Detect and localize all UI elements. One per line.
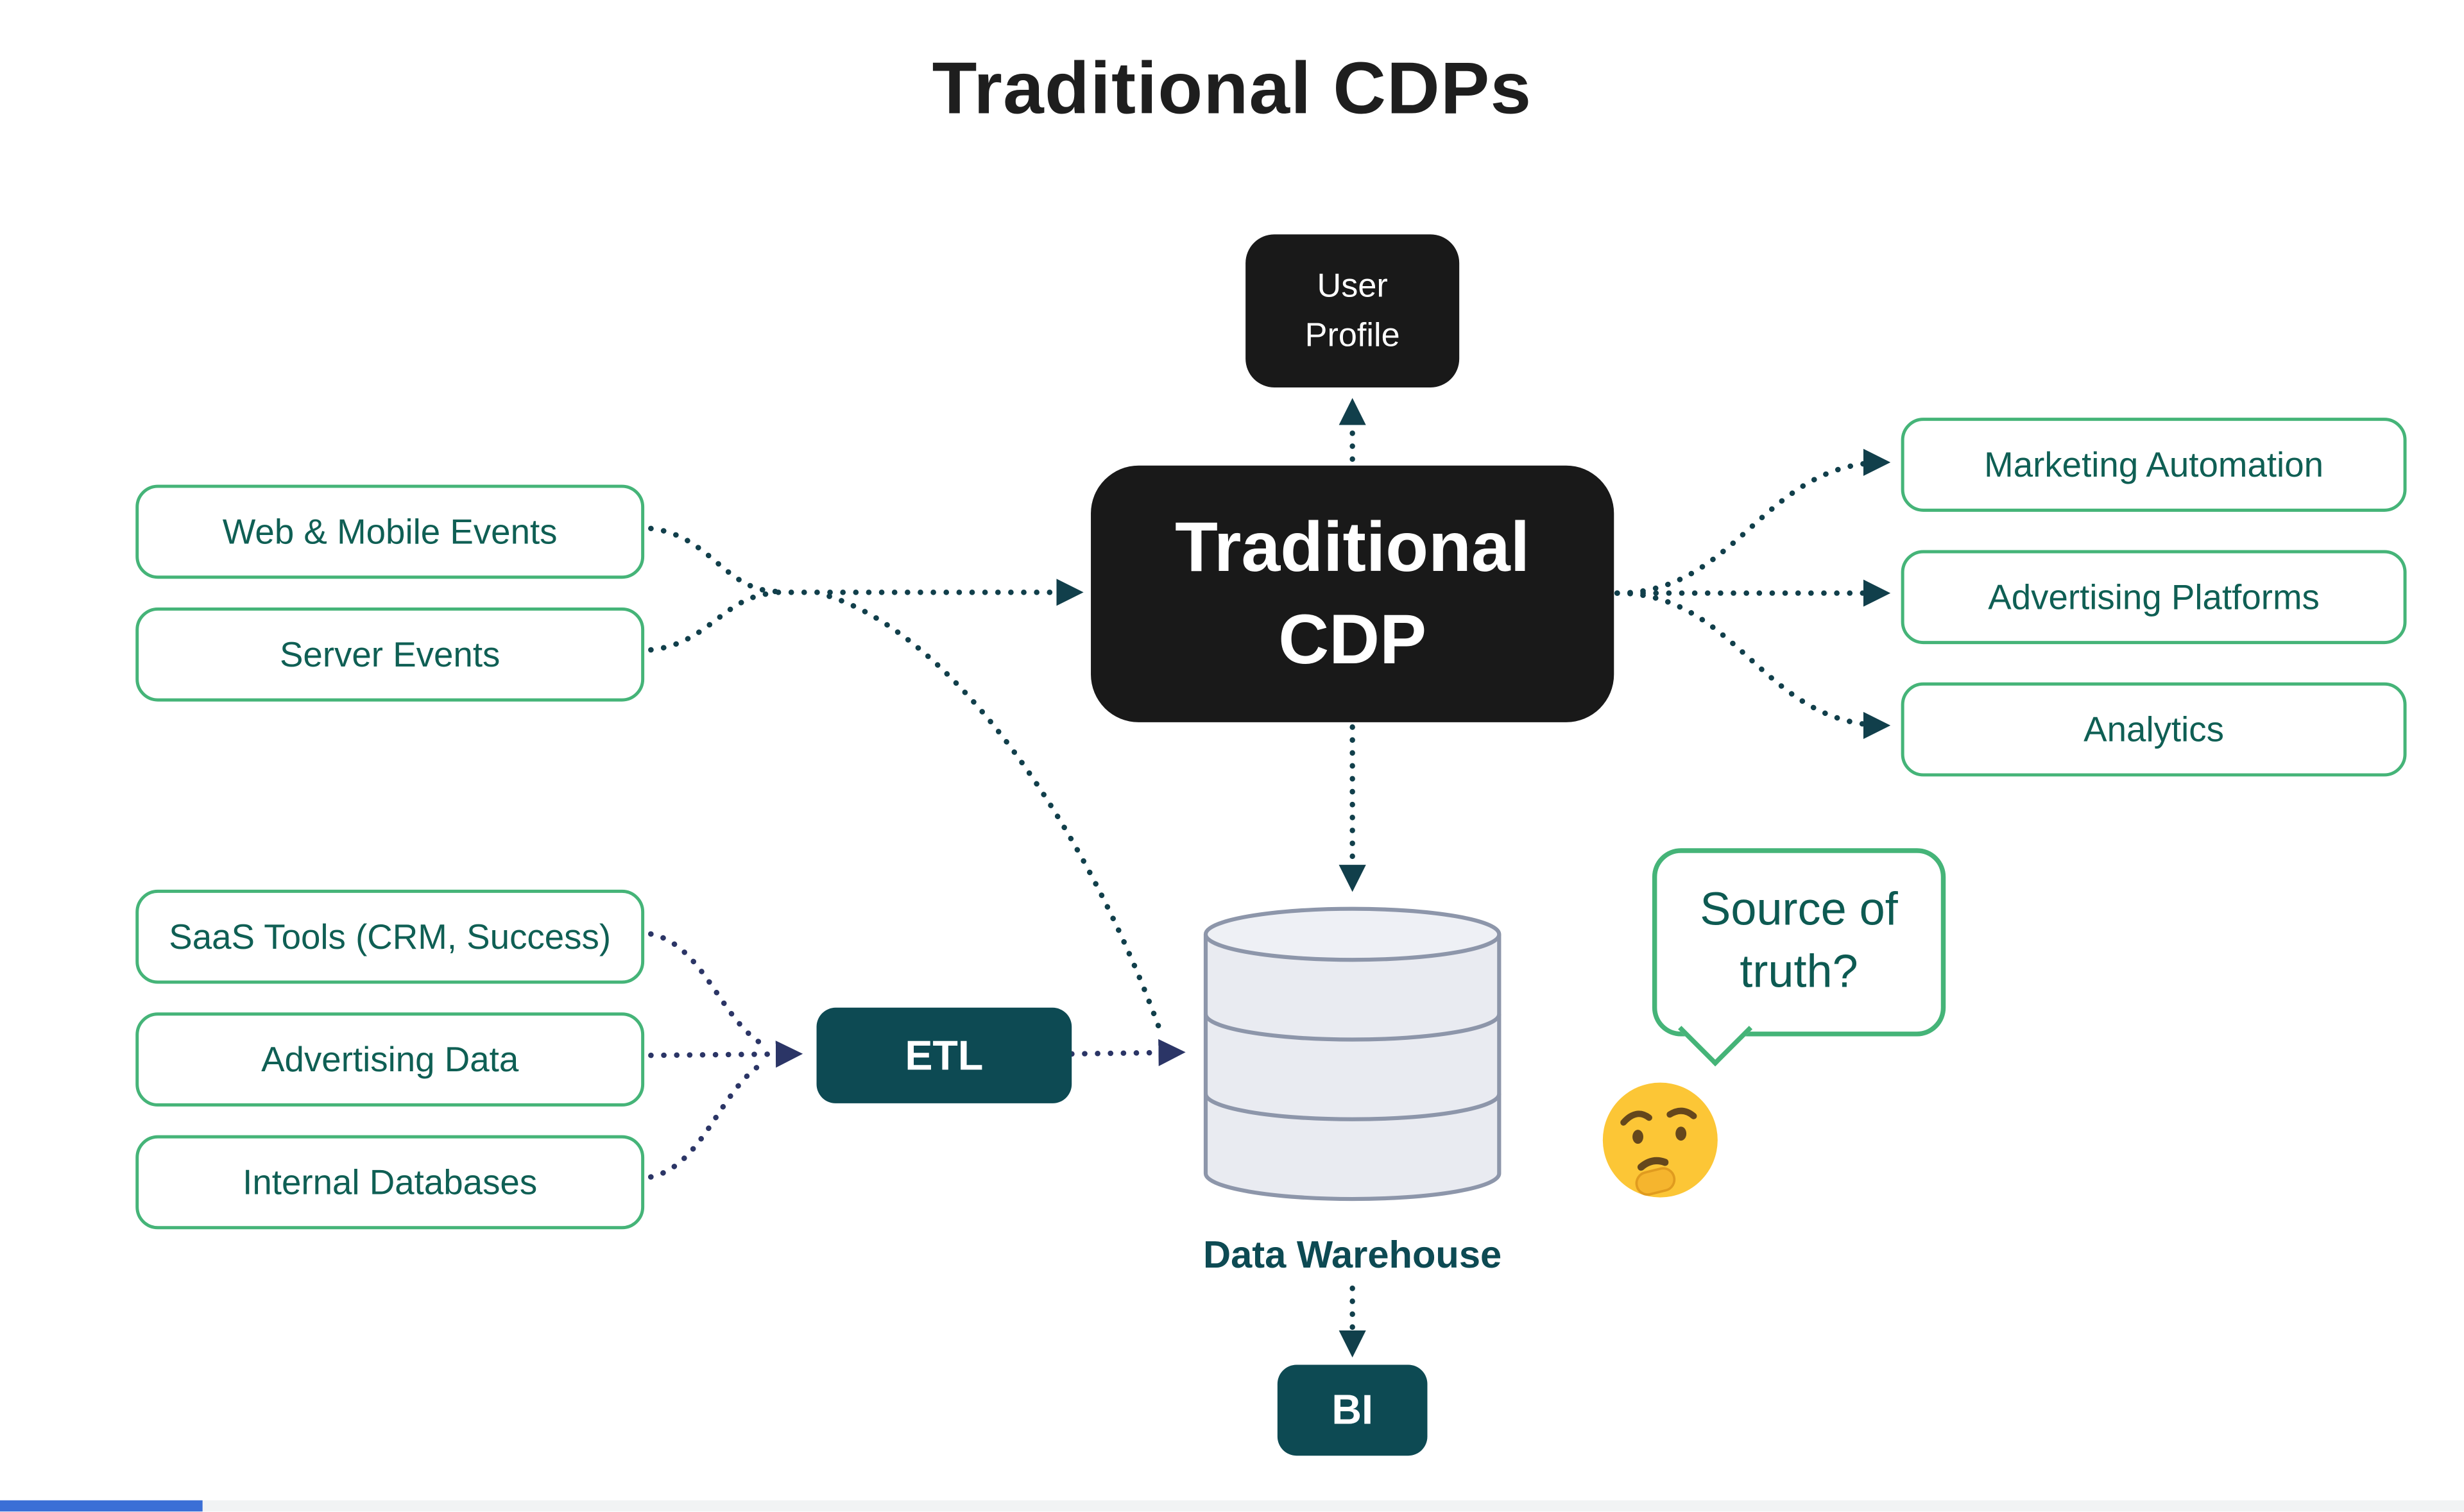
speech-bubble-text: Source of truth? <box>1700 885 1898 998</box>
database-separator <box>1203 1093 1502 1121</box>
node-internal-databases: Internal Databases <box>135 1135 645 1230</box>
arrow-cdp-to-analytics <box>1614 590 1891 739</box>
emoji-hand <box>1635 1167 1676 1196</box>
node-label: SaaS Tools (CRM, Success) <box>169 915 612 956</box>
arrow-server-events-join <box>635 590 782 654</box>
emoji-eye <box>1675 1126 1687 1141</box>
node-saas-tools: SaaS Tools (CRM, Success) <box>135 889 645 984</box>
emoji-eye <box>1632 1130 1643 1144</box>
arrow-internal-db-to-etl <box>635 1059 769 1181</box>
arrow-web-events-join <box>635 525 782 595</box>
node-label: Advertising Platforms <box>1988 576 2320 616</box>
node-label: ETL <box>905 1030 984 1079</box>
node-advertising-data: Advertising Data <box>135 1012 645 1107</box>
thinking-face-icon <box>1602 1082 1718 1198</box>
node-server-events: Server Events <box>135 607 645 702</box>
arrow-advertising-data-to-etl <box>635 1041 803 1068</box>
node-label: Internal Databases <box>243 1161 538 1202</box>
diagram-title: Traditional CDPs <box>932 46 1532 130</box>
warehouse-label: Data Warehouse <box>1203 1234 1502 1277</box>
progress-bar-fill <box>0 1500 203 1512</box>
arrow-cdp-to-marketing-automation <box>1614 448 1891 596</box>
database-icon <box>1203 906 1502 1202</box>
node-web-mobile-events: Web & Mobile Events <box>135 484 645 579</box>
node-label: User Profile <box>1305 267 1400 354</box>
speech-bubble: Source of truth? <box>1652 848 1946 1037</box>
database-top <box>1203 906 1502 962</box>
node-label: Analytics <box>2083 708 2224 749</box>
node-label: Marketing Automation <box>1984 444 2324 484</box>
arrow-saas-to-etl <box>635 930 769 1049</box>
database-separator <box>1203 1014 1502 1042</box>
node-traditional-cdp: Traditional CDP <box>1091 465 1614 722</box>
arrow-etl-to-warehouse <box>1068 1039 1186 1067</box>
progress-bar-track[interactable] <box>0 1500 2464 1512</box>
emoji-eyebrow <box>1620 1110 1652 1126</box>
node-advertising-platforms: Advertising Platforms <box>1901 550 2407 645</box>
node-label: BI <box>1331 1385 1373 1434</box>
node-label: Server Events <box>279 633 501 674</box>
node-marketing-automation: Marketing Automation <box>1901 418 2407 512</box>
node-label: Web & Mobile Events <box>222 511 558 551</box>
node-bi: BI <box>1277 1364 1428 1456</box>
node-label: Traditional CDP <box>1175 509 1530 679</box>
node-user-profile: User Profile <box>1245 234 1460 387</box>
emoji-eyebrow <box>1666 1107 1697 1119</box>
node-label: Advertising Data <box>261 1039 519 1079</box>
node-etl: ETL <box>816 1007 1072 1103</box>
emoji-mouth <box>1637 1157 1669 1171</box>
node-analytics: Analytics <box>1901 682 2407 777</box>
database-body <box>1203 934 1502 1202</box>
